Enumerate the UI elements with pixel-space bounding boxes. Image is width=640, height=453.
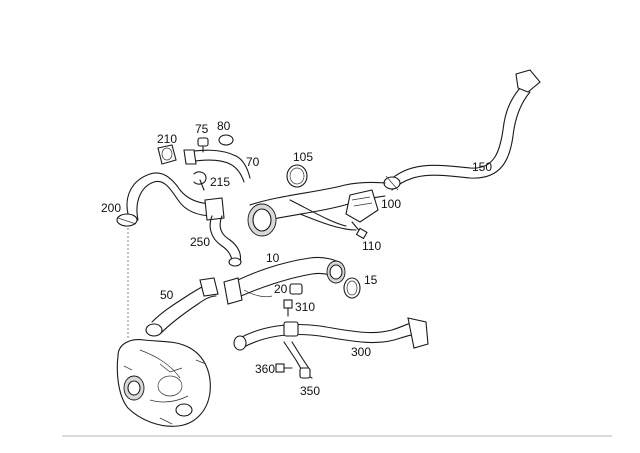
hose-200[interactable] xyxy=(116,172,225,227)
callout-10: 10 xyxy=(266,251,280,265)
callout-300: 300 xyxy=(351,345,371,359)
fitting-75[interactable] xyxy=(197,137,209,153)
callout-215: 215 xyxy=(210,175,230,189)
bracket-350[interactable] xyxy=(283,341,313,379)
callout-80: 80 xyxy=(217,119,231,133)
callout-105: 105 xyxy=(293,150,313,164)
bracket-20[interactable] xyxy=(289,283,303,295)
hose-300[interactable] xyxy=(233,317,429,351)
bolt-310[interactable] xyxy=(283,299,293,317)
callout-20: 20 xyxy=(274,282,288,296)
callout-150: 150 xyxy=(472,160,492,174)
callout-15: 15 xyxy=(364,273,378,287)
pipe-100[interactable] xyxy=(247,181,386,237)
callout-360: 360 xyxy=(255,362,275,376)
callout-100: 100 xyxy=(381,197,401,211)
bolt-110[interactable] xyxy=(351,221,368,240)
callout-350: 350 xyxy=(300,384,320,398)
o-ring-15[interactable] xyxy=(343,277,361,299)
callout-75: 75 xyxy=(195,122,209,136)
clamp-215[interactable] xyxy=(193,171,207,191)
hose-70[interactable] xyxy=(183,149,251,183)
bolt-360[interactable] xyxy=(275,363,293,373)
callout-50: 50 xyxy=(160,288,174,302)
callout-250: 250 xyxy=(190,235,210,249)
water-pump[interactable] xyxy=(116,339,211,427)
clamp-210[interactable] xyxy=(157,144,177,165)
pipe-10[interactable] xyxy=(223,256,346,305)
hose-50[interactable] xyxy=(145,277,219,337)
clip-80[interactable] xyxy=(218,134,234,146)
callout-210: 210 xyxy=(157,132,177,146)
hose-250[interactable] xyxy=(209,215,242,267)
callout-110: 110 xyxy=(362,239,381,253)
callout-200: 200 xyxy=(101,201,121,215)
callout-70: 70 xyxy=(246,155,260,169)
hose-150[interactable] xyxy=(383,69,541,191)
o-ring-105[interactable] xyxy=(286,164,308,188)
callout-310: 310 xyxy=(295,300,315,314)
